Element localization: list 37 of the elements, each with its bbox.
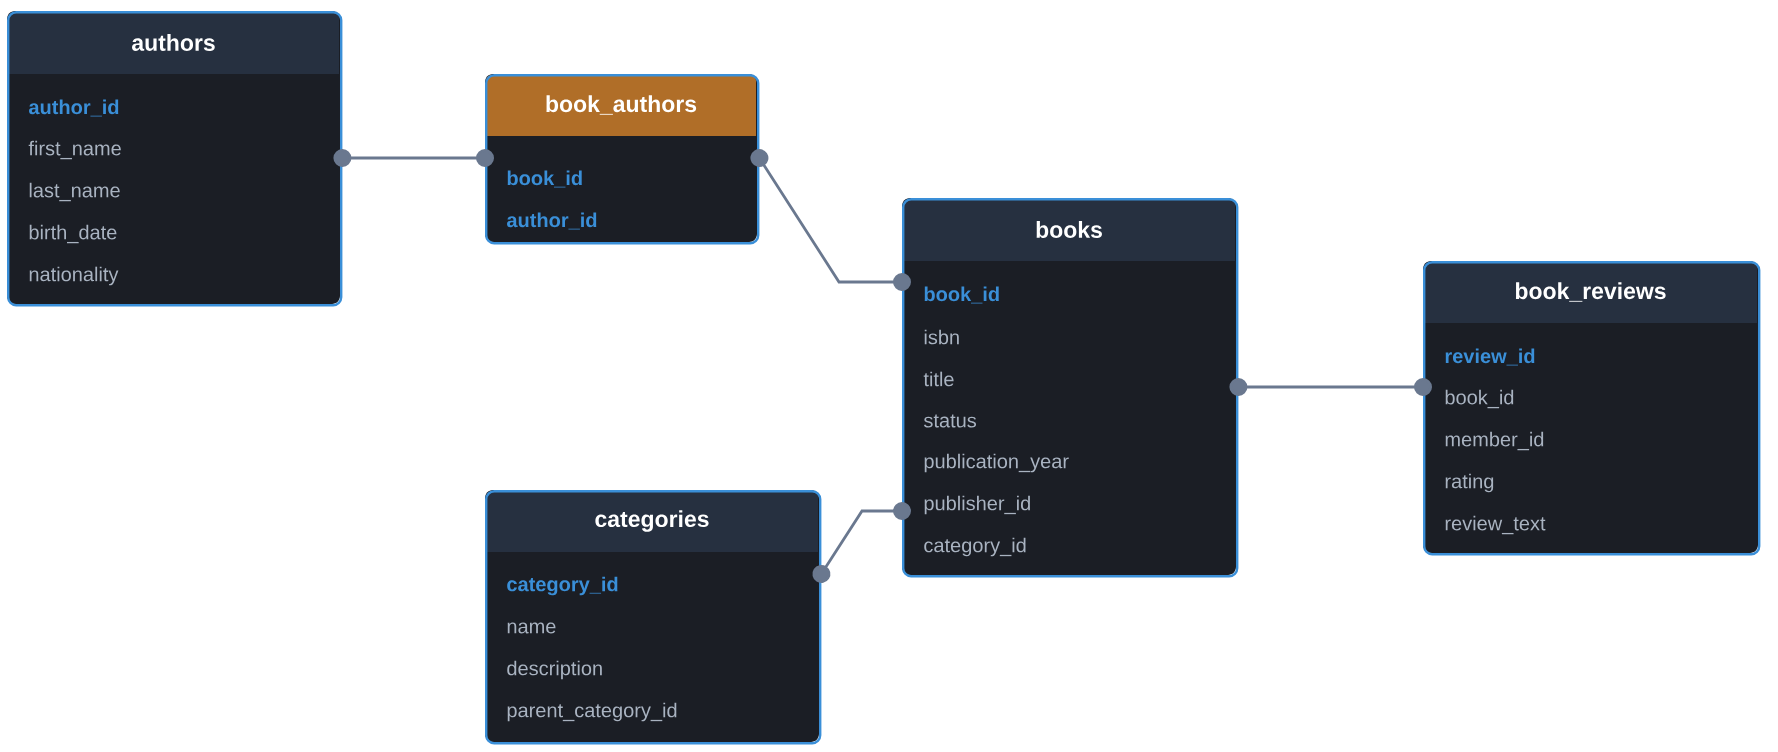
column-name: publication_year: [924, 453, 1069, 473]
table-card: [902, 198, 1239, 578]
column-name: category_id: [507, 576, 618, 596]
column-name: book_id: [507, 170, 582, 188]
column-name: title: [923, 371, 954, 387]
column-name: description: [507, 660, 602, 680]
column-name: first_name: [28, 140, 121, 160]
table-header: book_reviews: [1515, 282, 1666, 302]
column-name: nationality: [29, 266, 119, 286]
connector-line: [333, 149, 494, 167]
column-name: review_id: [1445, 348, 1535, 366]
column-name: publisher_id: [924, 495, 1030, 515]
column-name: author_id: [29, 99, 119, 117]
column-name: last_name: [29, 182, 120, 202]
column-name: name: [507, 622, 556, 634]
table-header: book_authors: [546, 95, 697, 115]
column-name: rating: [1445, 473, 1494, 493]
column-name: birth_date: [29, 224, 117, 244]
column-name: isbn: [924, 329, 959, 345]
column-name: status: [923, 414, 977, 428]
column-name: parent_category_id: [507, 702, 677, 722]
connector-line: [750, 149, 911, 291]
table-header: categories: [595, 510, 709, 532]
connector-line: [1229, 378, 1432, 396]
table-card: [7, 11, 343, 307]
table-header: authors: [132, 34, 215, 51]
table-card: [1423, 261, 1761, 556]
table-header: books: [1036, 221, 1102, 238]
table-card: [485, 490, 822, 745]
connector-line: [812, 502, 911, 583]
column-name: review_text: [1445, 515, 1546, 535]
table-card: [485, 74, 760, 245]
column-name: book_id: [1445, 389, 1514, 409]
column-name: category_id: [924, 537, 1026, 557]
column-name: author_id: [507, 212, 597, 230]
column-name: member_id: [1445, 431, 1544, 451]
column-name: book_id: [924, 286, 999, 304]
